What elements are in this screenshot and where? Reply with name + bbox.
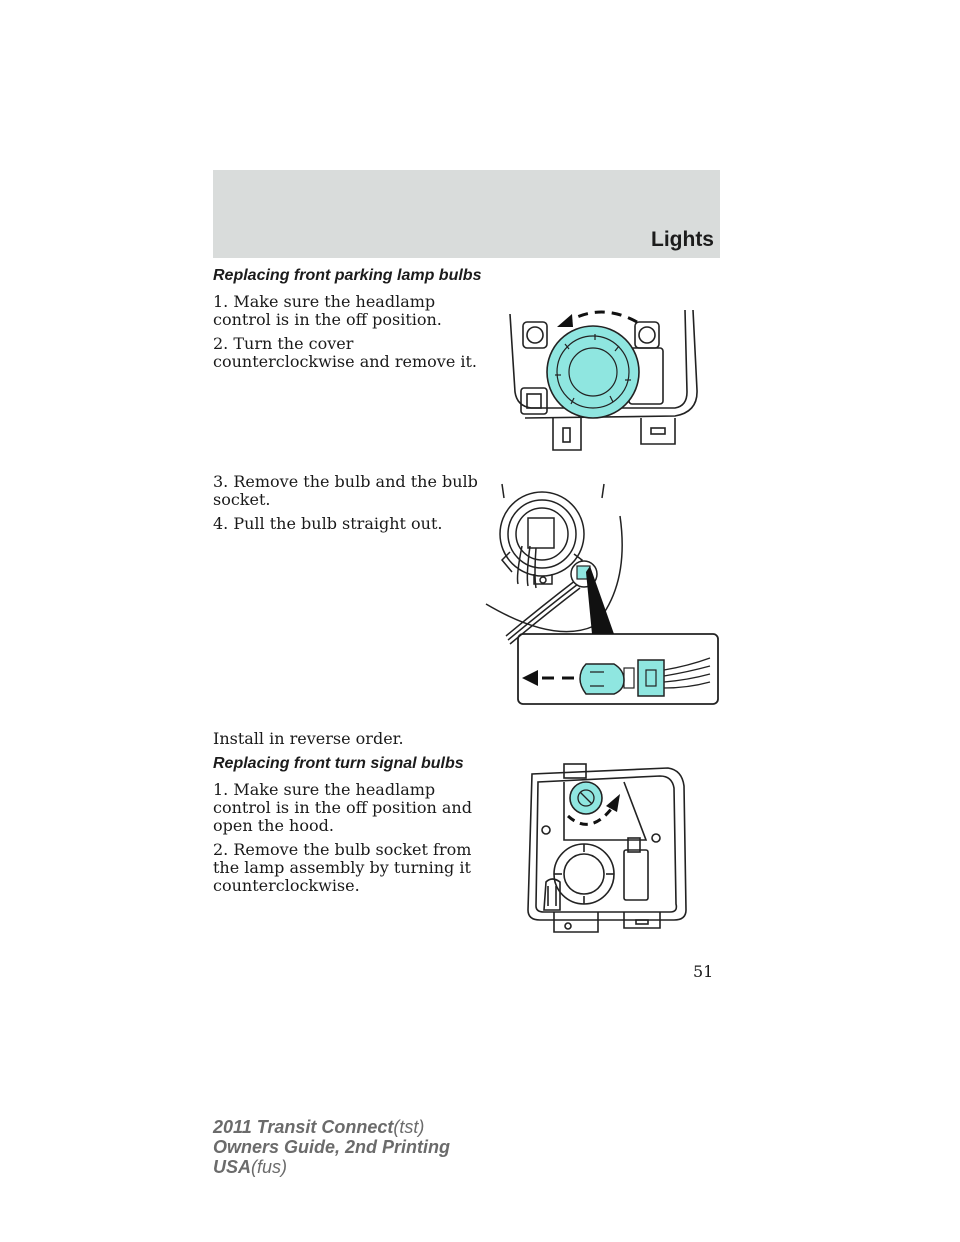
parking-step-4: 4. Pull the bulb straight out. — [213, 514, 443, 533]
parking-lamp-cover-illustration — [509, 309, 698, 451]
footer-line-3: USA(fus) — [213, 1157, 288, 1177]
section-header-band: Lights — [213, 170, 720, 258]
bulb-socket-removal-illustration — [485, 483, 719, 705]
turn-signal-lamp-illustration — [527, 763, 687, 933]
install-reverse-note: Install in reverse order. — [213, 729, 404, 748]
turn-step-2: 2. Remove the bulb socket from the lamp … — [213, 840, 472, 895]
turn-signal-heading: Replacing front turn signal bulbs — [213, 755, 464, 772]
parking-step-1: 1. Make sure the headlamp control is in … — [213, 292, 442, 329]
parking-lamp-heading: Replacing front parking lamp bulbs — [213, 267, 482, 284]
parking-step-3: 3. Remove the bulb and the bulb socket. — [213, 472, 478, 509]
page-number: 51 — [693, 962, 714, 981]
footer-line-1: 2011 Transit Connect(tst) — [213, 1117, 425, 1137]
footer-line-2: Owners Guide, 2nd Printing — [213, 1137, 451, 1157]
document-footer: 2011 Transit Connect(tst) Owners Guide, … — [213, 1117, 450, 1177]
turn-step-1: 1. Make sure the headlamp control is in … — [213, 780, 472, 835]
section-title: Lights — [651, 228, 714, 251]
parking-step-2: 2. Turn the cover counterclockwise and r… — [213, 334, 478, 371]
